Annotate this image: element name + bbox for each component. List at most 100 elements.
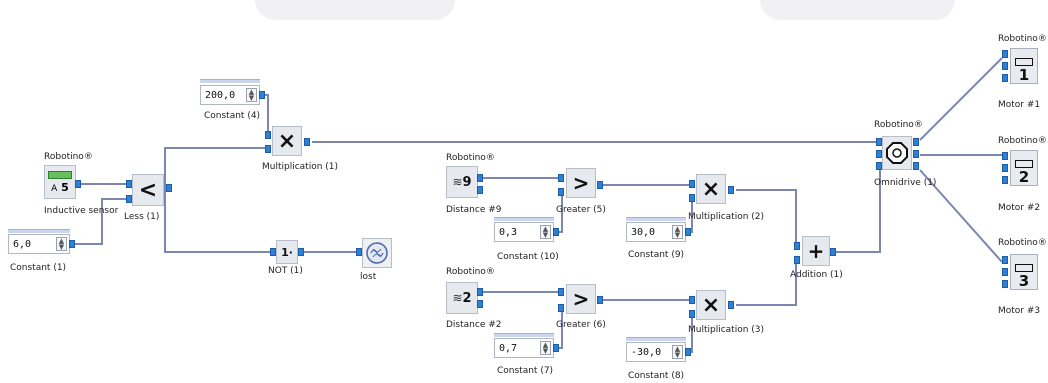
inductive-sensor-block[interactable]: A 5	[44, 165, 76, 199]
mult-3-input-port-b[interactable]	[689, 310, 695, 318]
distance-2-output-port-a[interactable]	[477, 288, 483, 296]
background-decoration-left	[255, 0, 455, 20]
motor-3-block[interactable]: 3	[1010, 254, 1038, 290]
constant-8-output-port[interactable]	[685, 348, 691, 356]
less-output-port[interactable]	[166, 184, 172, 192]
omnidrive-output-port-b[interactable]	[913, 150, 919, 158]
constant-9-value[interactable]: 30,0	[631, 226, 656, 238]
motor-1-block[interactable]: 1	[1010, 48, 1038, 84]
greater-6-output-port[interactable]	[597, 296, 603, 304]
motor-2-input-port-b[interactable]	[1002, 164, 1008, 172]
distance-2-label: Distance #2	[446, 320, 502, 330]
mult-2-input-port-b[interactable]	[689, 194, 695, 202]
constant-1-value[interactable]: 6,0	[13, 238, 32, 250]
not-input-port[interactable]	[270, 248, 276, 256]
lost-label: lost	[360, 272, 377, 282]
wire-const4-to-mult1	[261, 94, 269, 134]
lost-input-port[interactable]	[356, 248, 362, 256]
inductive-output-port[interactable]	[75, 180, 81, 188]
constant-1-spinner[interactable]: ▲▼	[56, 237, 67, 251]
multiplication-1-block[interactable]: ×	[272, 126, 302, 156]
greater-5-input-port-a[interactable]	[558, 174, 564, 182]
constant-8-field[interactable]: -30,0 ▲▼	[626, 342, 686, 362]
distance-2-output-port-b[interactable]	[477, 300, 483, 308]
constant-4-value[interactable]: 200,0	[205, 89, 236, 101]
lost-block[interactable]	[362, 238, 392, 268]
constant-10-output-port[interactable]	[553, 228, 559, 236]
constant-7-value[interactable]: 0,7	[499, 342, 518, 354]
distance-9-output-port-a[interactable]	[477, 174, 483, 182]
addition-input-port-a[interactable]	[794, 242, 800, 250]
wire-less-to-mult1	[164, 147, 265, 189]
omnidrive-output-port-c[interactable]	[913, 162, 919, 170]
constant-10-field[interactable]: 0,3 ▲▼	[494, 222, 554, 242]
constant-9-field[interactable]: 30,0 ▲▼	[626, 222, 686, 242]
motor-3-input-port-b[interactable]	[1002, 268, 1008, 276]
constant-4-label: Constant (4)	[204, 111, 261, 121]
mult-1-input-port-a[interactable]	[265, 131, 271, 139]
less-input-port-b[interactable]	[126, 195, 132, 203]
inductive-robotino-label: Robotino®	[44, 152, 93, 162]
constant-9-spinner[interactable]: ▲▼	[672, 225, 683, 239]
omnidrive-input-port-a[interactable]	[876, 138, 882, 146]
motor-1-input-port-a[interactable]	[1002, 50, 1008, 58]
less-input-port-a[interactable]	[126, 180, 132, 188]
multiplication-3-block[interactable]: ×	[696, 290, 726, 320]
motor-1-label: Motor #1	[998, 100, 1041, 110]
distance-9-output-port-b[interactable]	[477, 186, 483, 194]
constant-7-field[interactable]: 0,7 ▲▼	[494, 338, 554, 358]
greater-6-input-port-b[interactable]	[558, 304, 564, 312]
motor-1-input-port-c[interactable]	[1002, 74, 1008, 82]
constant-4-field[interactable]: 200,0 ▲▼	[200, 85, 260, 105]
less-block[interactable]: <	[132, 174, 164, 206]
motor-3-input-port-c[interactable]	[1002, 280, 1008, 288]
greater-5-input-port-b[interactable]	[558, 188, 564, 196]
background-decoration-right	[760, 0, 955, 20]
motor-1-robotino-label: Robotino®	[998, 34, 1047, 44]
motor-2-input-port-a[interactable]	[1002, 152, 1008, 160]
constant-10-value[interactable]: 0,3	[499, 226, 518, 238]
mult-2-output-port[interactable]	[728, 186, 734, 194]
constant-8-value[interactable]: -30,0	[631, 346, 662, 358]
greater-6-input-port-a[interactable]	[558, 288, 564, 296]
greater-6-label: Greater (6)	[556, 320, 606, 330]
mult-2-input-port-a[interactable]	[689, 180, 695, 188]
omnidrive-input-port-b[interactable]	[876, 150, 882, 158]
constant-4-spinner[interactable]: ▲▼	[246, 88, 257, 102]
constant-4-output-port[interactable]	[259, 91, 265, 99]
mult-3-input-port-a[interactable]	[689, 296, 695, 304]
distance-9-block[interactable]: ≋ 9	[446, 166, 478, 198]
multiplication-2-label: Multiplication (2)	[688, 212, 765, 222]
greater-5-block[interactable]: >	[566, 168, 596, 198]
addition-block[interactable]: +	[802, 236, 830, 266]
constant-7-spinner[interactable]: ▲▼	[540, 341, 551, 355]
constant-7-output-port[interactable]	[553, 344, 559, 352]
constant-8-spinner[interactable]: ▲▼	[672, 345, 683, 359]
mult-1-output-port[interactable]	[304, 138, 310, 146]
addition-input-port-b[interactable]	[794, 256, 800, 264]
distance-2-block[interactable]: ≋ 2	[446, 282, 478, 314]
inductive-value: 5	[61, 180, 69, 194]
omnidrive-input-port-c[interactable]	[876, 162, 882, 170]
constant-10-label: Constant (10)	[497, 252, 559, 262]
constant-9-output-port[interactable]	[685, 228, 691, 236]
constant-10-spinner[interactable]: ▲▼	[540, 225, 551, 239]
constant-7-header	[494, 333, 554, 337]
constant-1-field[interactable]: 6,0 ▲▼	[8, 234, 70, 254]
omnidrive-block[interactable]	[882, 136, 912, 170]
multiply-1-icon: ×	[277, 128, 297, 154]
constant-1-output-port[interactable]	[69, 240, 75, 248]
motor-2-input-port-c[interactable]	[1002, 176, 1008, 184]
mult-3-output-port[interactable]	[728, 301, 734, 309]
not-output-port[interactable]	[298, 248, 304, 256]
multiplication-2-block[interactable]: ×	[696, 174, 726, 204]
greater-6-block[interactable]: >	[566, 284, 596, 314]
mult-1-input-port-b[interactable]	[265, 145, 271, 153]
greater-5-output-port[interactable]	[597, 181, 603, 189]
motor-3-input-port-a[interactable]	[1002, 256, 1008, 264]
motor-1-input-port-b[interactable]	[1002, 62, 1008, 70]
addition-output-port[interactable]	[830, 248, 836, 256]
not-block[interactable]: 1·	[276, 240, 298, 264]
omnidrive-output-port-a[interactable]	[913, 138, 919, 146]
motor-2-block[interactable]: 2	[1010, 150, 1038, 186]
